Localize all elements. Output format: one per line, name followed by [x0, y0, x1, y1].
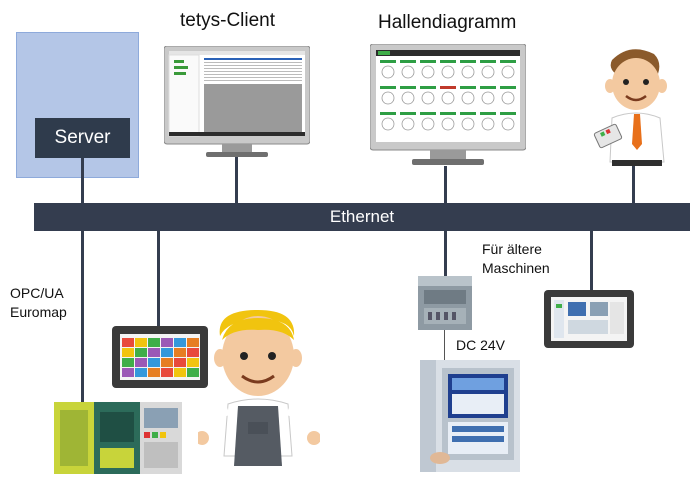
panel-tile: [122, 358, 134, 367]
panel-tile: [122, 338, 134, 347]
gauge-status-band: [400, 86, 416, 89]
panel-tile: [174, 338, 186, 347]
panel-tile: [135, 348, 147, 357]
gauge-status-band: [400, 60, 416, 63]
right-panel-connection-line: [590, 230, 593, 290]
gauge-dial: [421, 65, 435, 79]
gauge-dial: [461, 117, 475, 131]
panel-tile: [135, 358, 147, 367]
hall-title: Hallendiagramm: [378, 12, 517, 33]
gauge-status-band: [440, 60, 456, 63]
panel-tile: [187, 368, 199, 377]
panel-tile: [174, 368, 186, 377]
panel-tile: [148, 358, 160, 367]
gauge-status-band: [440, 86, 456, 89]
tablet-user-connection-line: [632, 162, 635, 204]
machine-connection-line: [81, 230, 84, 402]
panel-tile: [148, 348, 160, 357]
hall-connection-line: [444, 166, 447, 204]
panel-tile: [122, 348, 134, 357]
gauge-dial: [401, 91, 415, 105]
gauge-dial: [401, 117, 415, 131]
opc-label-line2: Euromap: [10, 304, 67, 320]
panel-tile: [135, 368, 147, 377]
gauge-dial: [481, 117, 495, 131]
operator-panel: [112, 326, 208, 388]
terminal-panel: [544, 290, 634, 348]
panel-tile: [187, 348, 199, 357]
panel-tile: [187, 338, 199, 347]
opc-label-line1: OPC/UA: [10, 285, 64, 301]
gauge-status-band: [500, 86, 516, 89]
client-connection-line: [235, 156, 238, 204]
client-monitor: [164, 46, 310, 157]
gauge-status-band: [380, 60, 396, 63]
panel-tile: [174, 348, 186, 357]
gauge-dial: [421, 117, 435, 131]
panel-tile: [161, 358, 173, 367]
gauge-status-band: [480, 112, 496, 115]
panel-tile: [174, 358, 186, 367]
legacy-machine-image: [420, 360, 520, 472]
worker-figure: [198, 310, 320, 466]
server-label-box: Server: [35, 118, 130, 158]
gauge-status-band: [480, 86, 496, 89]
gauge-status-band: [460, 86, 476, 89]
panel-tile: [122, 368, 134, 377]
client-title: tetys-Client: [180, 10, 276, 31]
panel-tile: [148, 338, 160, 347]
panel-tile: [161, 368, 173, 377]
hall-diagram-monitor: [370, 44, 526, 165]
gauge-dial: [501, 91, 515, 105]
opc-label: OPC/UA Euromap: [10, 284, 67, 322]
panel-tile: [187, 358, 199, 367]
injection-molding-machine-image: [54, 402, 182, 474]
panel-tile: [135, 338, 147, 347]
gauge-dial: [421, 91, 435, 105]
ethernet-bus: Ethernet: [34, 203, 690, 231]
gauge-status-band: [420, 60, 436, 63]
dc-power-label: DC 24V: [456, 337, 506, 353]
dc-power-line: [444, 328, 445, 362]
gauge-dial: [441, 117, 455, 131]
gauge-status-band: [380, 86, 396, 89]
older-machines-line2: Maschinen: [482, 260, 550, 276]
gauge-dial: [441, 65, 455, 79]
gauge-status-band: [420, 86, 436, 89]
panel-connection-line: [157, 230, 160, 330]
gauge-dial: [381, 65, 395, 79]
gauge-status-band: [400, 112, 416, 115]
gauge-dial: [381, 117, 395, 131]
panel-tile: [161, 348, 173, 357]
gauge-dial: [481, 91, 495, 105]
older-machines-label: Für ältere Maschinen: [482, 240, 550, 278]
gauge-dial: [461, 91, 475, 105]
gauge-dial: [501, 65, 515, 79]
user-with-tablet-figure: [593, 49, 667, 166]
gauge-status-band: [480, 60, 496, 63]
panel-tile: [161, 338, 173, 347]
gauge-status-band: [460, 112, 476, 115]
io-module-connection-line: [444, 230, 447, 278]
gauge-dial: [381, 91, 395, 105]
gauge-dial: [501, 117, 515, 131]
io-module: [418, 276, 472, 330]
gauge-status-band: [500, 60, 516, 63]
ethernet-label: Ethernet: [329, 207, 395, 226]
gauge-dial: [481, 65, 495, 79]
gauge-status-band: [500, 112, 516, 115]
gauge-dial: [401, 65, 415, 79]
gauge-status-band: [420, 112, 436, 115]
gauge-status-band: [460, 60, 476, 63]
server-connection-line: [81, 158, 84, 204]
gauge-status-band: [380, 112, 396, 115]
gauge-status-band: [440, 112, 456, 115]
older-machines-line1: Für ältere: [482, 241, 542, 257]
gauge-dial: [461, 65, 475, 79]
server-label: Server: [54, 127, 111, 148]
panel-tile: [148, 368, 160, 377]
gauge-dial: [441, 91, 455, 105]
